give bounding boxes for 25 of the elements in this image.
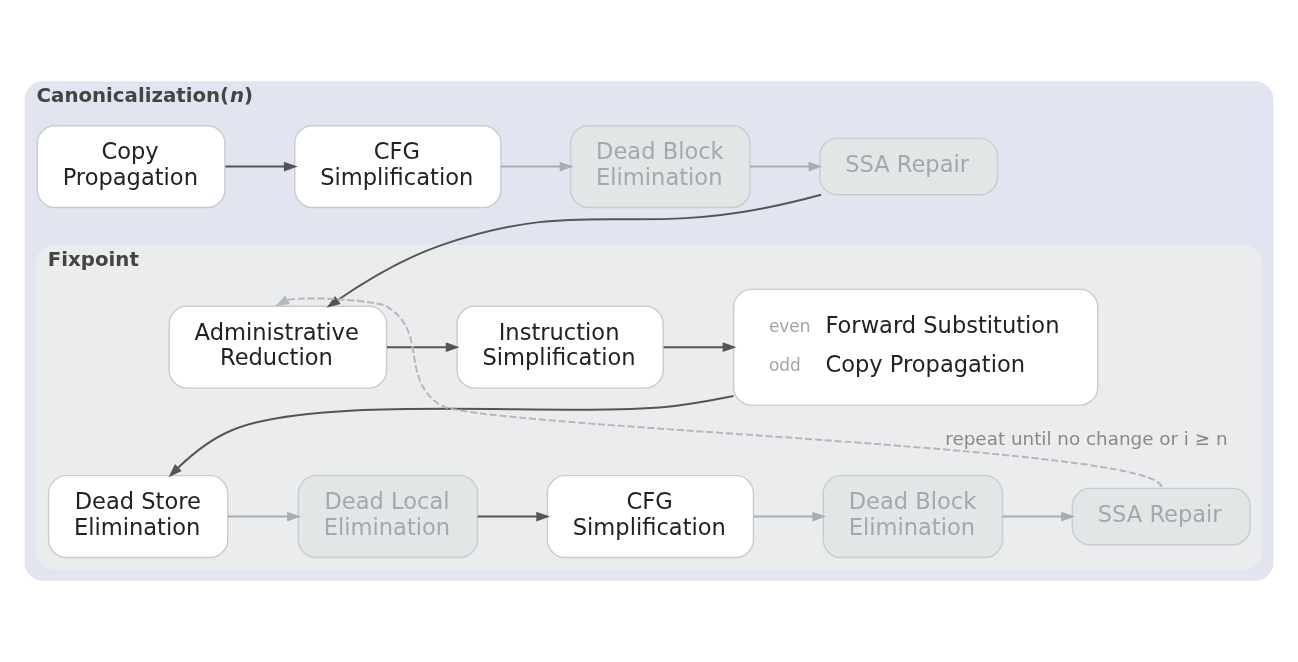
arrow [224, 161, 298, 172]
node-box: Administrative Reduction [168, 305, 388, 389]
node-box: Copy Propagation [36, 124, 226, 209]
arrow [226, 511, 301, 522]
node-box: Dead Block Elimination [822, 474, 1004, 559]
arrow [1001, 511, 1075, 522]
arrow [326, 193, 823, 308]
arrow [386, 342, 460, 353]
arrow [499, 161, 574, 172]
node-box: Dead Store Elimination [47, 474, 229, 559]
arrow [275, 295, 1163, 488]
node-box: SSA Repair [819, 137, 999, 196]
node-box: Instruction Simplification [456, 305, 664, 389]
arrow [476, 511, 551, 522]
arrow [752, 511, 827, 522]
arrow [662, 342, 737, 353]
edge-label: repeat until no change or i ≥ n [945, 428, 1228, 450]
node-box: even Forward Substitution odd Copy Propagation [732, 288, 1099, 406]
node-box: Dead Local Elimination [297, 474, 479, 559]
node-box: CFG Simplification [546, 474, 755, 559]
node-box: SSA Repair [1071, 487, 1251, 546]
arrow [168, 394, 735, 478]
node-box: CFG Simplification [294, 124, 502, 209]
arrow [749, 161, 823, 172]
node-box: Dead Block Elimination [569, 124, 751, 209]
